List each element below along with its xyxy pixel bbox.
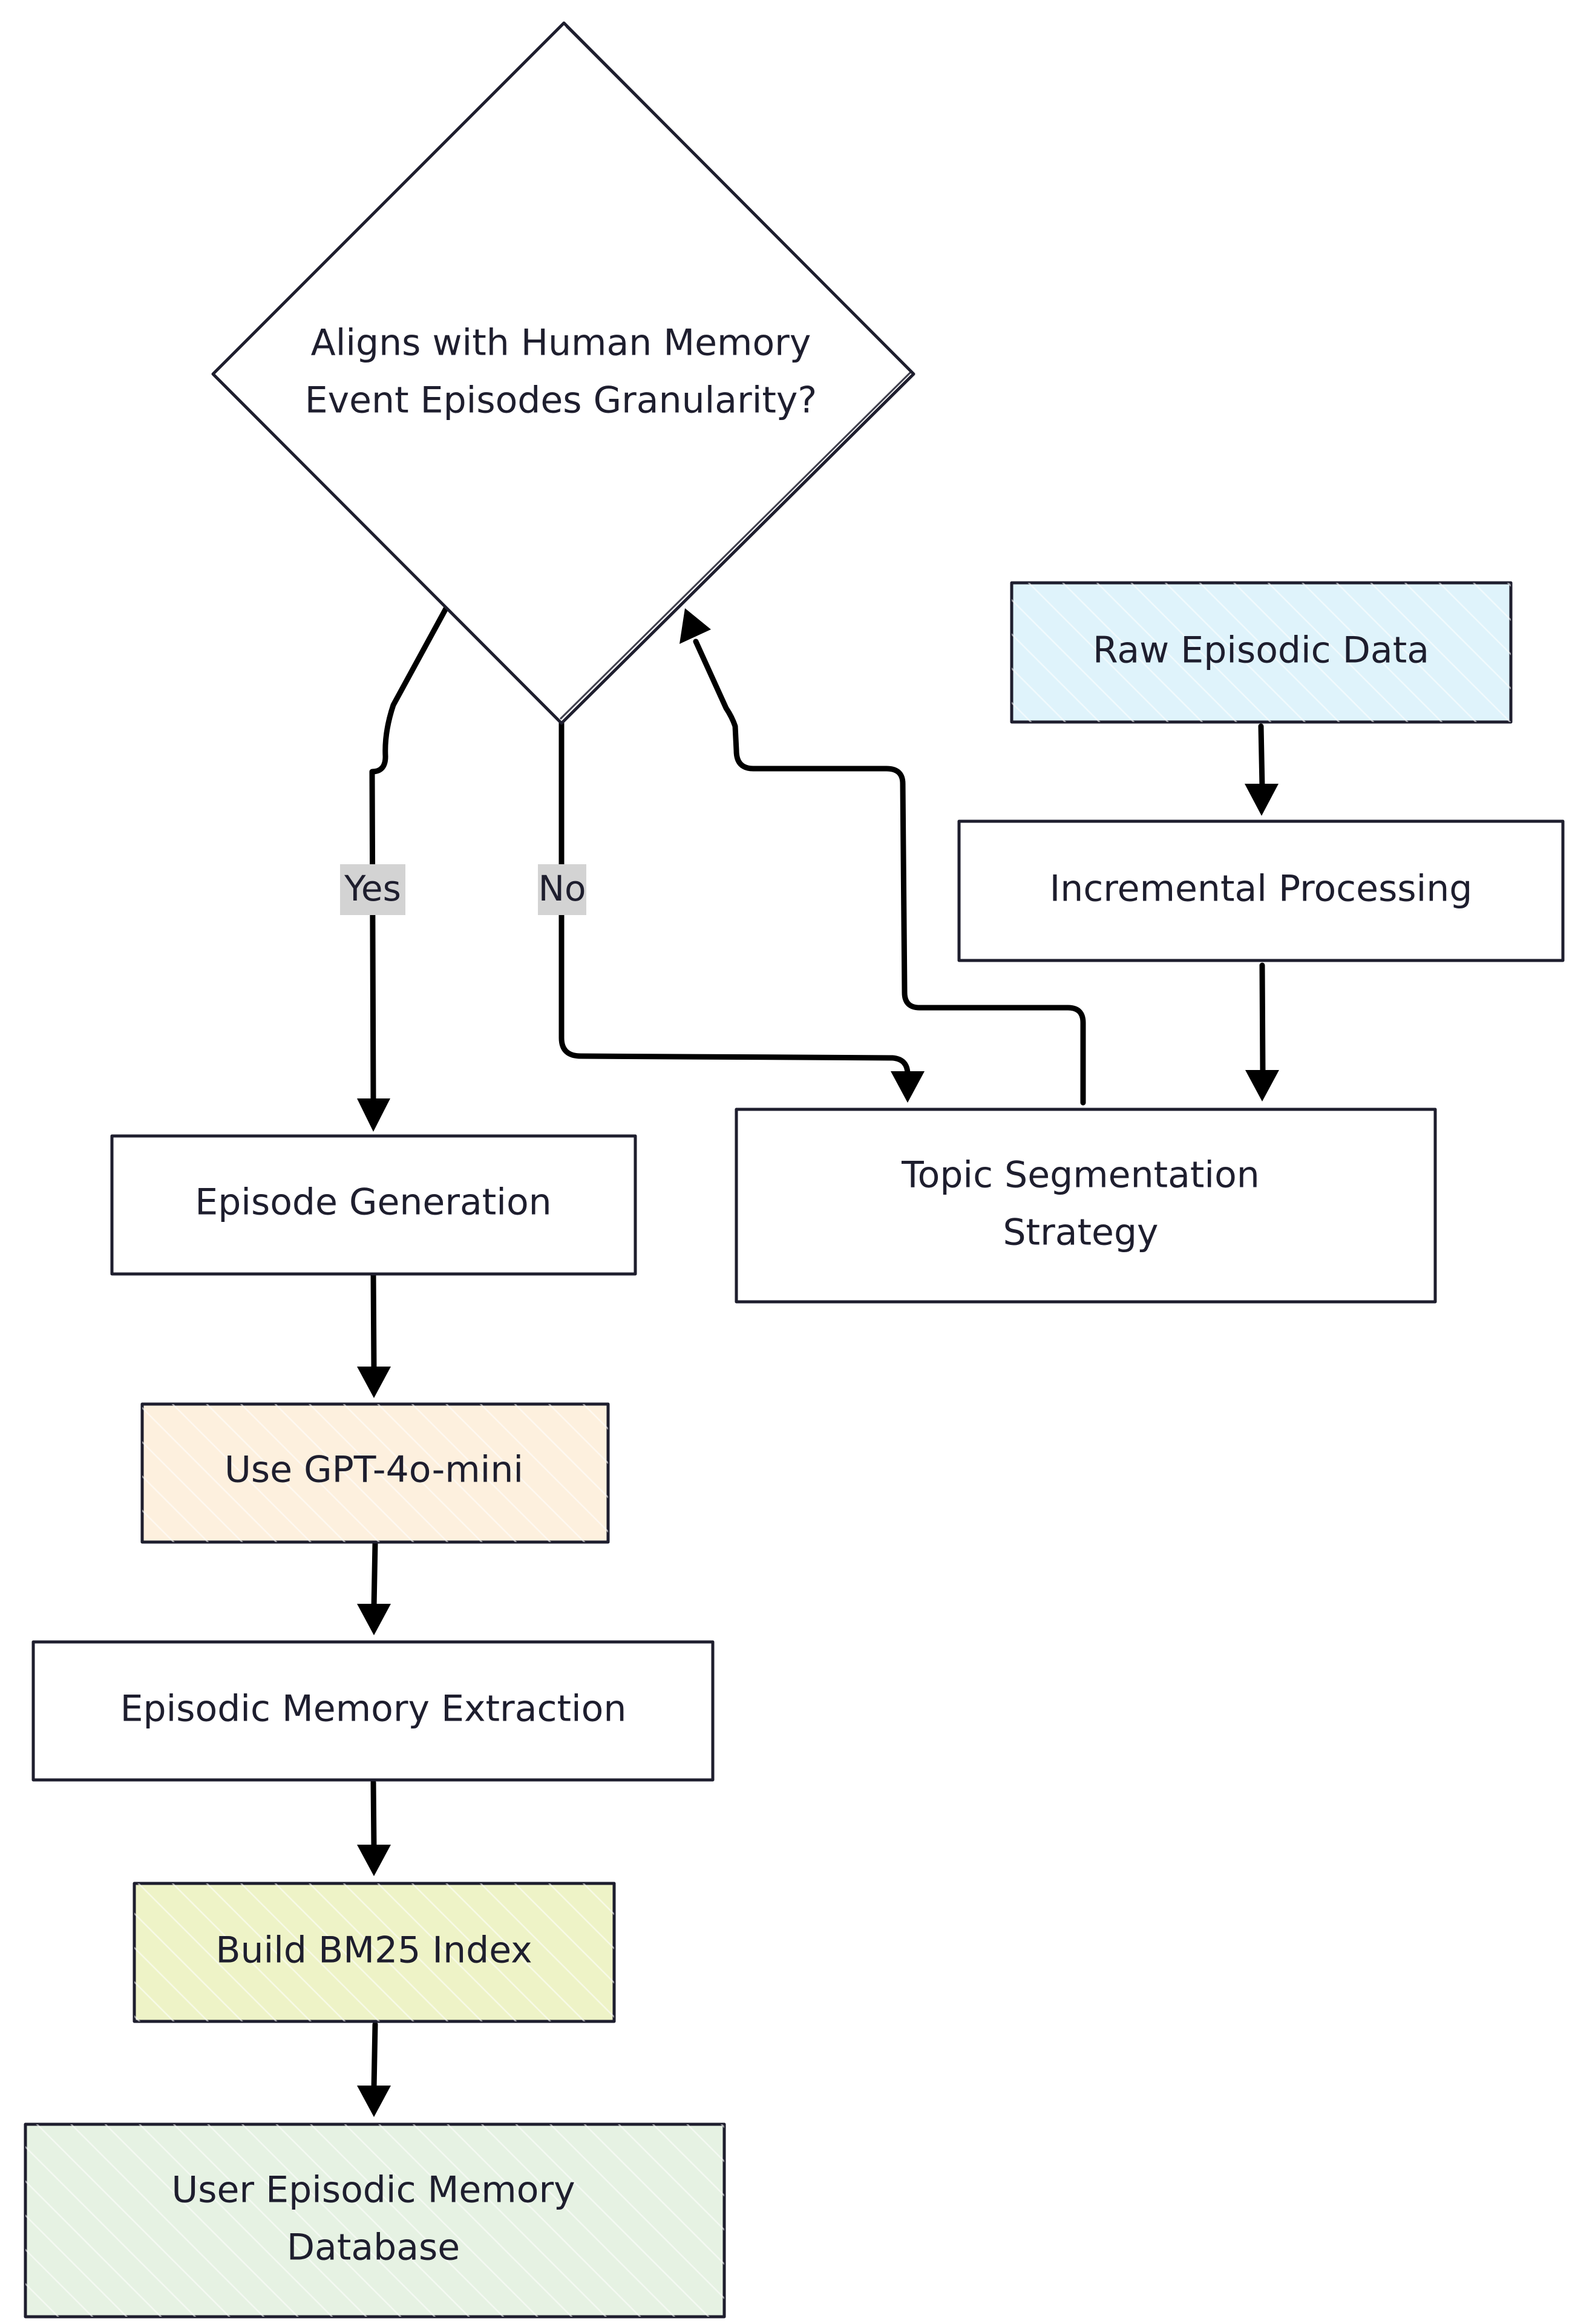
episode-generation-box: [110, 1134, 637, 1276]
episode-generation-node[interactable]: Episode Generation: [110, 1134, 637, 1276]
edge-bm25-to-database: [371, 2021, 378, 2091]
topic-segmentation-box: [735, 1108, 1437, 1304]
arrowhead-extraction: [357, 1604, 391, 1635]
incremental-processing-label: Incremental Processing: [1050, 868, 1473, 910]
decision-text-line2: Event Episodes Granularity?: [305, 379, 817, 422]
edge-label-no-text: No: [539, 868, 586, 909]
bm25-label: Build BM25 Index: [215, 1929, 532, 1972]
topic-segmentation-line1: Topic Segmentation: [901, 1154, 1260, 1196]
arrowhead-incremental: [1245, 784, 1279, 816]
incremental-processing-box: [957, 819, 1565, 962]
extraction-label: Episodic Memory Extraction: [120, 1688, 627, 1730]
arrowhead-topic: [1245, 1070, 1279, 1101]
edges: [357, 602, 1279, 2117]
incremental-processing-node[interactable]: Incremental Processing: [957, 819, 1565, 962]
edge-extraction-to-bm25: [370, 1779, 377, 1850]
database-line2: Database: [287, 2227, 460, 2269]
database-line1: User Episodic Memory: [171, 2169, 575, 2211]
decision-node[interactable]: Aligns with Human Memory Event Episodes …: [211, 21, 915, 725]
arrowhead-decision: [679, 608, 711, 644]
edge-label-yes: Yes: [340, 864, 405, 915]
bm25-index-node[interactable]: Build BM25 Index: [133, 1882, 616, 2023]
episodic-memory-extraction-node[interactable]: Episodic Memory Extraction: [31, 1640, 715, 1782]
edge-incremental-to-topic: [1259, 962, 1266, 1075]
extraction-box: [31, 1640, 715, 1782]
arrowhead-bm25: [357, 1845, 391, 1876]
raw-episodic-data-label: Raw Episodic Data: [1093, 629, 1429, 672]
user-episodic-memory-database-node[interactable]: User Episodic Memory Database: [24, 2122, 726, 2319]
topic-segmentation-line2: Strategy: [1003, 1212, 1158, 1254]
topic-segmentation-node[interactable]: Topic Segmentation Strategy: [735, 1108, 1437, 1304]
gpt-node[interactable]: Use GPT-4o-mini: [140, 1402, 610, 1544]
arrowhead-database: [357, 2086, 391, 2117]
decision-text-line1: Aligns with Human Memory: [311, 322, 811, 364]
edge-raw-to-incremental: [1258, 723, 1265, 790]
edge-label-yes-text: Yes: [344, 868, 401, 909]
gpt-label: Use GPT-4o-mini: [224, 1449, 523, 1491]
edge-topic-to-decision: [693, 638, 1086, 1106]
raw-episodic-data-node[interactable]: Raw Episodic Data: [1010, 581, 1513, 724]
arrowhead-no: [891, 1071, 925, 1103]
edge-yes: [369, 602, 451, 1105]
episode-generation-label: Episode Generation: [195, 1181, 551, 1224]
edge-no: [558, 720, 911, 1080]
arrowhead-gpt: [357, 1367, 391, 1398]
edge-gpt-to-extraction: [371, 1540, 378, 1610]
edge-gen-to-gpt: [370, 1271, 377, 1372]
arrowhead-yes: [357, 1098, 390, 1132]
edge-label-no: No: [538, 864, 586, 915]
